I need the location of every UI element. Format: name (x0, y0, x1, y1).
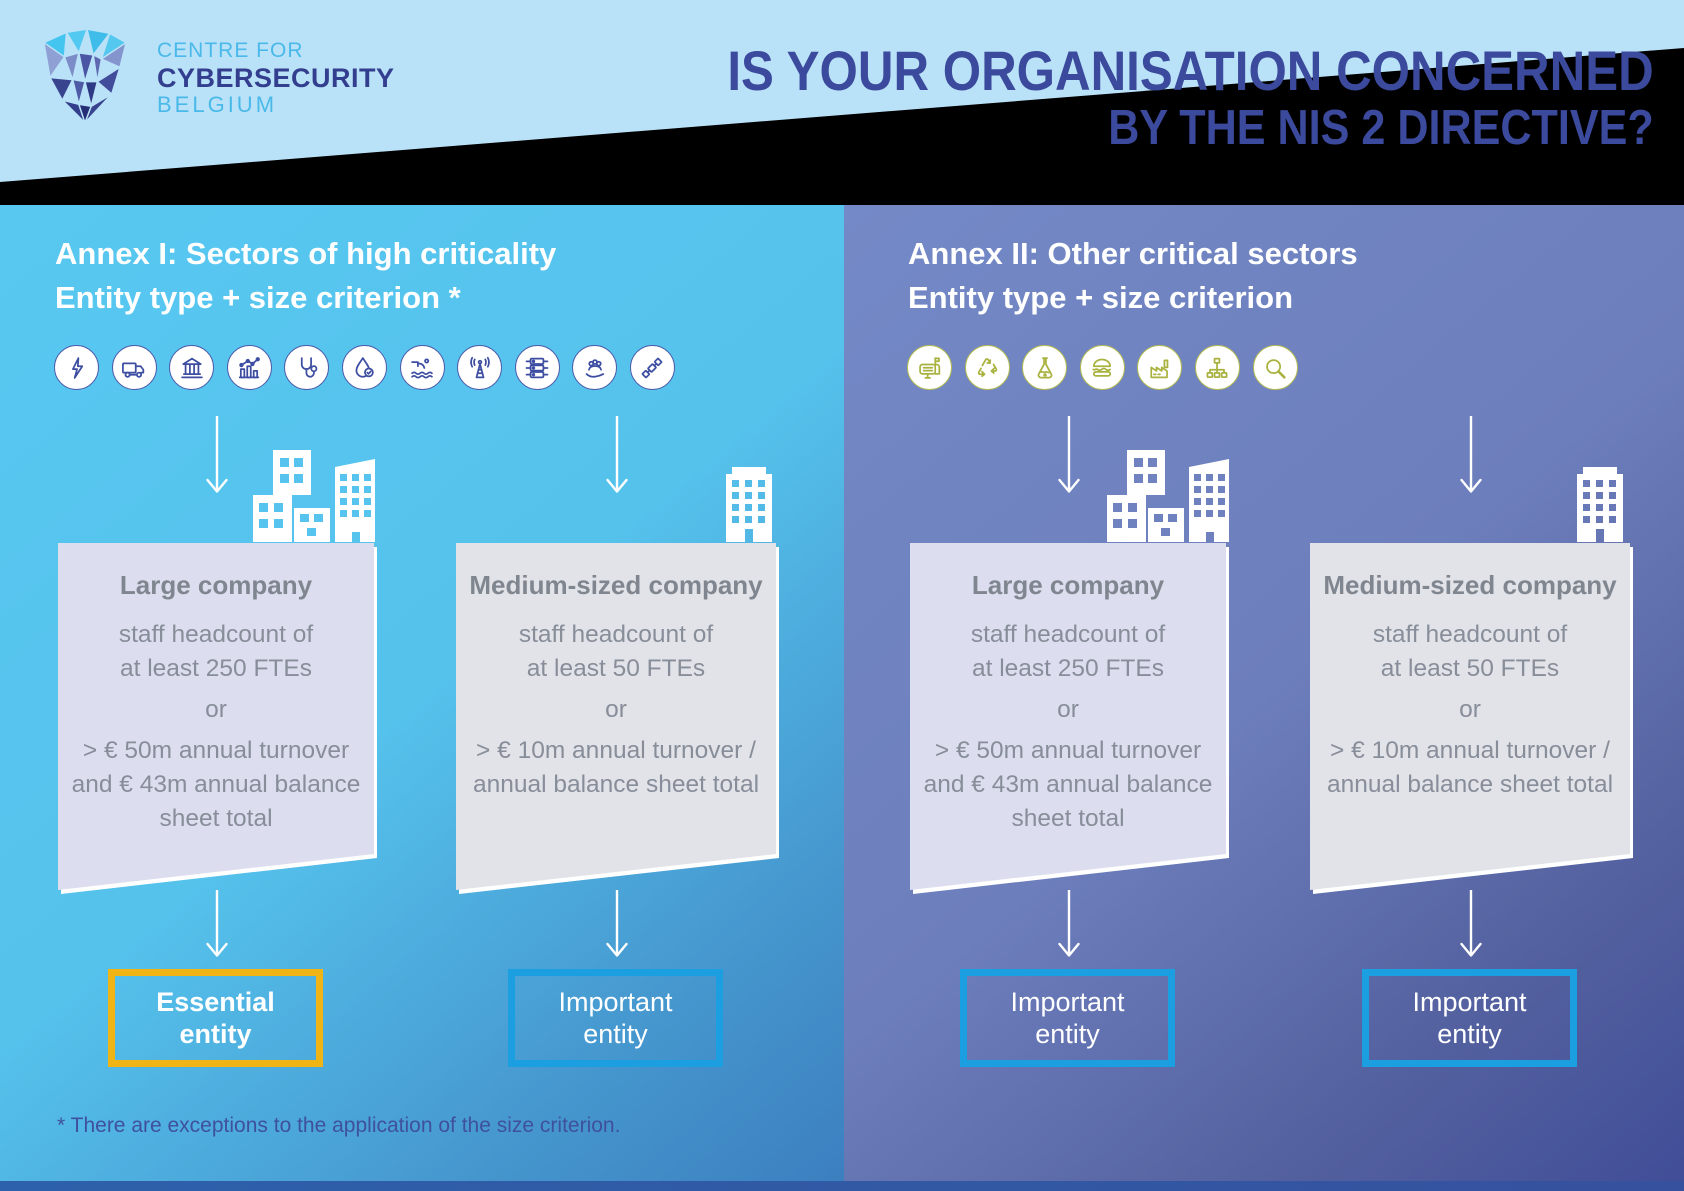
space-icon (629, 345, 675, 390)
entity-label-line-1: Essential (156, 987, 275, 1017)
logo-line-3: BELGIUM (157, 92, 278, 118)
annex1-title-line-2: Entity type + size criterion * (55, 280, 461, 315)
essential-entity-badge: Essential entity (108, 969, 323, 1067)
annex2-title-line-1: Annex II: Other critical sectors (908, 236, 1358, 271)
drinking-water-icon (341, 345, 387, 390)
annex2-title-line-2: Entity type + size criterion (908, 280, 1294, 315)
header: CENTRE FOR CYBERSECURITY BELGIUM IS YOUR… (0, 0, 1684, 205)
page-title: IS YOUR ORGANISATION CONCERNED BY THE NI… (601, 42, 1654, 156)
annex2-medium-company-box: Medium-sized company staff headcount of … (1310, 543, 1630, 890)
annex2-large-company-box: Large company staff headcount of at leas… (910, 543, 1226, 890)
financial-market-infrastructures-icon (226, 345, 272, 390)
waste-water-icon (399, 345, 445, 390)
research-icon (1252, 345, 1298, 390)
annex1-sector-icons (54, 345, 675, 390)
or-label: or (1057, 696, 1079, 723)
transport-icon (111, 345, 157, 390)
finance-criterion: > € 50m annual turnover and € 43m annual… (71, 737, 361, 832)
banking-icon (169, 345, 215, 390)
annex2-title: Annex II: Other critical sectors Entity … (908, 232, 1358, 320)
logo-line-2: CYBERSECURITY (157, 62, 395, 93)
staff-criterion: staff headcount of at least 50 FTEs (1372, 621, 1568, 682)
company-heading: Medium-sized company (469, 570, 763, 600)
or-label: or (1459, 696, 1481, 723)
company-heading: Large company (119, 570, 313, 600)
ict-service-management-icon (514, 345, 560, 390)
health-icon (284, 345, 330, 390)
annex2-sector-icons (907, 345, 1298, 390)
manufacturing-icon (1137, 345, 1183, 390)
medium-building-icon (726, 467, 772, 542)
large-buildings-icon (1107, 450, 1229, 542)
postal-services-icon (907, 345, 952, 390)
finance-criterion: > € 10m annual turnover / annual balance… (1326, 737, 1614, 798)
arrow-down-icon (206, 890, 228, 957)
staff-criterion: staff headcount of at least 50 FTEs (518, 621, 714, 682)
large-buildings-icon (253, 450, 375, 542)
food-icon (1079, 345, 1125, 390)
important-entity-badge: Important entity (1362, 969, 1577, 1067)
bottom-strip (0, 1181, 1684, 1191)
finance-criterion: > € 50m annual turnover and € 43m annual… (923, 737, 1213, 832)
page-title-line-2: BY THE NIS 2 DIRECTIVE? (1108, 101, 1654, 155)
arrow-down-icon (1058, 890, 1080, 957)
digital-providers-icon (1194, 345, 1240, 390)
arrow-down-icon (206, 416, 228, 493)
company-heading: Large company (971, 570, 1165, 600)
ccb-logo: CENTRE FOR CYBERSECURITY BELGIUM (33, 22, 395, 135)
size-criterion-footnote: * There are exceptions to the applicatio… (57, 1114, 621, 1137)
arrow-down-icon (1460, 890, 1482, 957)
chemicals-icon (1022, 345, 1068, 390)
annex1-title: Annex I: Sectors of high criticality Ent… (55, 232, 556, 320)
important-entity-badge: Important entity (508, 969, 723, 1067)
entity-label-line-2: entity (583, 1019, 648, 1049)
staff-criterion: staff headcount of at least 250 FTEs (970, 621, 1166, 682)
public-administration-icon (572, 345, 618, 390)
energy-icon (54, 345, 99, 390)
entity-label-line-2: entity (179, 1019, 252, 1049)
or-label: or (205, 696, 227, 723)
company-heading: Medium-sized company (1323, 570, 1617, 600)
entity-label-line-1: Important (1010, 987, 1125, 1017)
entity-label-line-2: entity (1035, 1019, 1100, 1049)
digital-infrastructure-icon (457, 345, 503, 390)
important-entity-badge: Important entity (960, 969, 1175, 1067)
entity-label-line-1: Important (558, 987, 673, 1017)
arrow-down-icon (1460, 416, 1482, 493)
annex1-medium-company-box: Medium-sized company staff headcount of … (456, 543, 776, 890)
page-title-line-1: IS YOUR ORGANISATION CONCERNED (727, 39, 1654, 102)
ccb-shield-icon (33, 22, 137, 135)
arrow-down-icon (1058, 416, 1080, 493)
arrow-down-icon (606, 890, 628, 957)
logo-line-1: CENTRE FOR (157, 39, 304, 63)
entity-label-line-1: Important (1412, 987, 1527, 1017)
medium-building-icon (1577, 467, 1623, 542)
staff-criterion: staff headcount of at least 250 FTEs (118, 621, 314, 682)
annex1-title-line-1: Annex I: Sectors of high criticality (55, 236, 557, 271)
annex1-large-company-box: Large company staff headcount of at leas… (58, 543, 374, 890)
or-label: or (605, 696, 627, 723)
arrow-down-icon (606, 416, 628, 493)
entity-label-line-2: entity (1437, 1019, 1502, 1049)
finance-criterion: > € 10m annual turnover / annual balance… (472, 737, 760, 798)
waste-management-icon (964, 345, 1010, 390)
